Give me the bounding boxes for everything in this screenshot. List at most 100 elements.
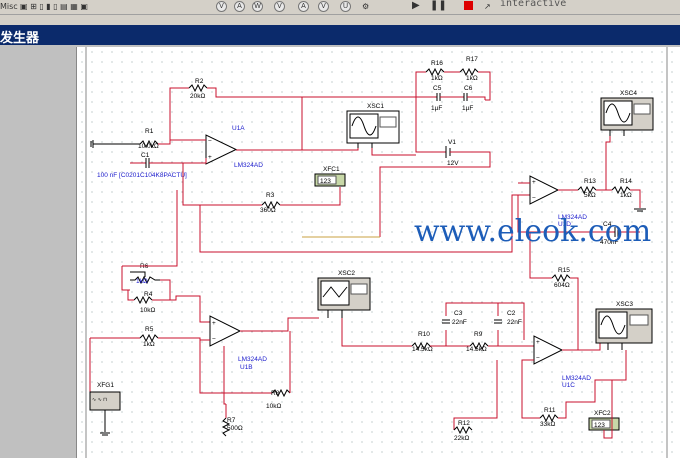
r11-ref: R11 — [544, 407, 556, 414]
capacitor-c6[interactable] — [463, 93, 468, 101]
xfc1-ref: XFC1 — [323, 166, 340, 173]
resistor-r10[interactable] — [411, 341, 431, 351]
resistor-r9[interactable] — [469, 341, 489, 351]
wire — [240, 317, 319, 332]
resistor-r16[interactable] — [425, 67, 445, 77]
opamp-u1c[interactable]: +− — [533, 335, 564, 365]
resistor-r17[interactable] — [459, 67, 479, 77]
oscilloscope-xsc3[interactable] — [595, 308, 653, 350]
c1-value: 100 nF [C0201C104K8PACTU] — [97, 172, 187, 179]
wire — [170, 295, 210, 323]
wire — [182, 163, 262, 206]
svg-text:−: − — [208, 138, 212, 145]
resistor-r13[interactable] — [577, 185, 597, 195]
probe-tool-icon[interactable]: ↗ — [484, 2, 491, 11]
r10-value: 14.5kΩ — [412, 346, 433, 353]
r17-ref: R17 — [466, 56, 478, 63]
xfg1-ref: XFG1 — [97, 382, 114, 389]
xsc1-ref: XSC1 — [367, 103, 384, 110]
wire — [521, 359, 540, 419]
wire — [562, 340, 601, 351]
r1-value: 10.0kΩ — [138, 143, 159, 150]
svg-text:−: − — [532, 195, 536, 202]
voltmeter-2-icon[interactable]: V — [274, 1, 285, 12]
r16-value: 1kΩ — [431, 75, 443, 82]
ground-symbol — [634, 208, 646, 212]
capacitor-c2[interactable] — [494, 316, 502, 330]
wire — [152, 279, 171, 301]
r4-value: 10kΩ — [140, 307, 155, 314]
function-generator-xfg1[interactable]: ∿ ∿ ⊓ — [89, 391, 121, 436]
wire — [453, 360, 498, 430]
u1d-model: LM324AD — [558, 214, 587, 221]
probe-icon[interactable]: U — [340, 1, 351, 12]
wire — [207, 87, 303, 151]
wire — [280, 187, 341, 206]
opamp-u1a[interactable]: −+ — [205, 134, 238, 165]
wire — [169, 87, 189, 140]
window-title: 发生器 — [0, 31, 40, 46]
resistor-r7[interactable] — [221, 417, 231, 437]
resistor-r2[interactable] — [188, 83, 208, 93]
oscilloscope-xsc2[interactable] — [317, 277, 371, 318]
r4-ref: R4 — [144, 291, 153, 298]
resistor-r8[interactable] — [271, 388, 291, 398]
wire — [122, 190, 178, 267]
r3-value: 360Ω — [260, 207, 276, 214]
wire — [605, 136, 611, 190]
gear-icon[interactable]: ⚙ — [362, 2, 370, 11]
r7-ref: R7 — [227, 417, 236, 424]
svg-text:+: + — [532, 179, 536, 186]
ammeter-icon[interactable]: A — [234, 1, 245, 12]
resistor-r3[interactable] — [261, 200, 281, 210]
run-icon[interactable]: ▶ — [412, 0, 420, 11]
c4-ref: C4 — [603, 221, 612, 228]
watermark: www.eleok.com — [414, 214, 652, 249]
component-icon[interactable]: ▣ ⊞ ▯ ▮ ▯ ▤ ▦ ▣ — [20, 2, 88, 11]
r8-ref: R8 — [271, 390, 280, 397]
opamp-u1b[interactable]: +− — [209, 315, 242, 347]
wire — [379, 151, 491, 237]
wire — [467, 96, 486, 100]
c2-value: 22nF — [507, 319, 522, 326]
resistor-r4[interactable] — [133, 295, 153, 305]
resistor-r15[interactable] — [551, 273, 571, 283]
svg-text:∿ ∿ ⊓: ∿ ∿ ⊓ — [92, 397, 107, 403]
capacitor-c5[interactable] — [436, 93, 441, 101]
oscilloscope-xsc4[interactable] — [600, 97, 654, 136]
r16-ref: R16 — [431, 60, 443, 67]
voltmeter-3-icon[interactable]: V — [318, 1, 329, 12]
frequency-counter-xfc1[interactable] — [314, 173, 346, 187]
r9-value: 14.5kΩ — [466, 346, 487, 353]
voltmeter-icon[interactable]: V — [216, 1, 227, 12]
r7-value: 500Ω — [227, 425, 243, 432]
resistor-r12[interactable] — [453, 425, 473, 435]
c6-value: 1µF — [462, 105, 473, 112]
dc-source-v1[interactable] — [445, 146, 451, 158]
pause-icon[interactable]: ❚❚ — [430, 0, 447, 11]
stop-icon[interactable] — [464, 1, 473, 10]
wire — [158, 337, 210, 341]
misc-label[interactable]: Misc — [0, 2, 18, 11]
capacitor-c1[interactable] — [145, 158, 150, 168]
wattmeter-icon[interactable]: W — [252, 1, 263, 12]
oscilloscope-xsc1[interactable] — [346, 110, 400, 148]
wire — [498, 302, 525, 340]
resistor-r11[interactable] — [539, 413, 559, 423]
capacitor-c3[interactable] — [442, 316, 450, 330]
svg-text:+: + — [536, 339, 540, 346]
c4-value: 470nF — [600, 239, 618, 246]
resistor-r5[interactable] — [139, 333, 159, 343]
xfc2-display: 123 — [594, 422, 605, 429]
potentiometer-r6[interactable] — [130, 275, 160, 285]
r9-ref: R9 — [474, 331, 483, 338]
resistor-r1[interactable] — [139, 139, 159, 149]
r1-ref: R1 — [145, 128, 154, 135]
opamp-u1d[interactable]: +− — [529, 175, 560, 205]
c3-ref: C3 — [454, 310, 463, 317]
wire — [630, 189, 641, 208]
r5-value: 1kΩ — [143, 341, 155, 348]
ammeter-2-icon[interactable]: A — [298, 1, 309, 12]
resistor-r14[interactable] — [611, 185, 631, 195]
